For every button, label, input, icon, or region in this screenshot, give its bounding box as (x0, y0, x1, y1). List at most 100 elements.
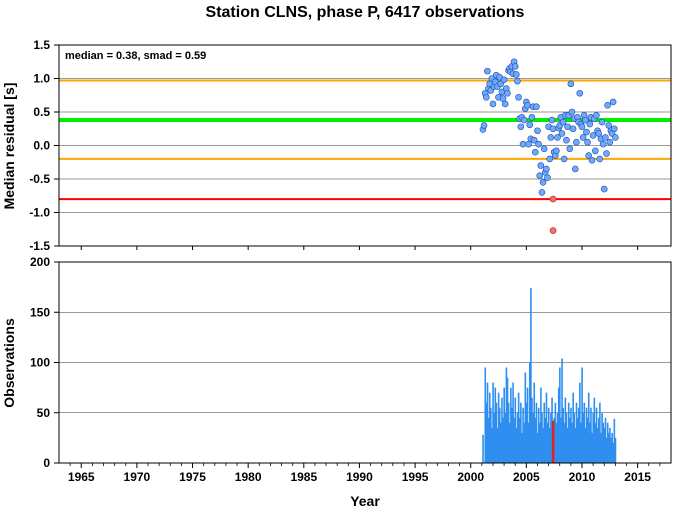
observation-bar (523, 422, 526, 463)
residual-point (593, 112, 600, 119)
residual-point (533, 103, 540, 110)
residual-point (553, 147, 560, 155)
residual-y-tick-label: -0.5 (29, 172, 50, 186)
observation-bar (541, 412, 543, 463)
residual-point (530, 136, 538, 144)
observation-bar (518, 417, 521, 463)
observation-bar (532, 412, 534, 463)
observation-bar (504, 412, 507, 463)
observation-bar (496, 427, 499, 463)
observation-bar (549, 427, 551, 463)
year-x-axis-label: Year (350, 493, 380, 509)
observation-bar (589, 422, 591, 463)
observation-bar (590, 407, 592, 463)
residual-y-axis-label: Median residual [s] (1, 83, 17, 210)
residual-point (513, 71, 520, 78)
observation-bar (482, 434, 484, 463)
residual-point (588, 156, 596, 164)
observation-bar (505, 367, 508, 463)
observation-bar (594, 422, 597, 463)
residual-point (526, 121, 533, 129)
observation-bar (488, 392, 491, 463)
observation-bar (601, 412, 603, 463)
observation-bar (609, 427, 611, 463)
residual-point (606, 138, 614, 146)
residual-point (578, 123, 586, 131)
observation-bar (564, 397, 567, 463)
residual-point (531, 148, 539, 156)
year-tick-label: 1965 (68, 470, 95, 484)
residual-y-ticks: 1.51.00.50.0-0.5-1.0-1.5 (29, 38, 59, 253)
residual-point (480, 122, 488, 129)
observation-bar (535, 402, 538, 463)
year-tick-label: 2010 (569, 470, 596, 484)
observations-y-tick-label: 150 (30, 305, 50, 319)
observation-bar (525, 402, 528, 463)
residual-y-tick-label: 1.0 (33, 72, 50, 86)
observation-bar (605, 437, 608, 463)
year-tick-label: 2015 (624, 470, 651, 484)
residual-point (524, 102, 531, 109)
residual-point (567, 80, 575, 88)
observation-bar (508, 422, 511, 463)
residual-point (589, 132, 597, 139)
observation-bar (493, 412, 495, 463)
observation-bar (533, 382, 536, 463)
observation-bar (580, 422, 582, 463)
year-tick-label: 1975 (179, 470, 206, 484)
observation-bar (547, 407, 550, 463)
chart-title: Station CLNS, phase P, 6417 observations (206, 4, 525, 21)
observation-bar (566, 427, 569, 463)
residual-point (560, 155, 568, 163)
residual-point (602, 134, 609, 141)
residual-point (535, 140, 542, 148)
observation-bar (514, 397, 517, 463)
observation-bar (500, 422, 502, 463)
year-tick-label: 1970 (124, 470, 151, 484)
observation-bar (530, 288, 532, 463)
observation-bar (587, 392, 590, 463)
observation-bar (581, 367, 583, 463)
residual-point (515, 93, 522, 101)
year-tick-label: 2005 (513, 470, 540, 484)
observations-y-tick-label: 100 (30, 356, 50, 370)
outlier-point (549, 227, 557, 234)
observation-bar (485, 402, 488, 463)
observation-bar (521, 432, 523, 463)
residual-point (514, 77, 521, 85)
residual-y-tick-label: 1.5 (33, 38, 50, 52)
observation-bar (510, 387, 512, 463)
year-tick-label: 2000 (457, 470, 484, 484)
year-tick-label: 1990 (346, 470, 373, 484)
observations-y-tick-label: 0 (43, 456, 50, 470)
observation-bar (586, 417, 589, 463)
residual-point (598, 118, 606, 126)
residual-point (583, 128, 590, 136)
observation-bar (526, 387, 529, 463)
observation-bar (576, 417, 579, 463)
residual-point (586, 120, 594, 128)
residual-point (609, 98, 617, 106)
observation-bar (603, 427, 606, 463)
observation-bar (562, 407, 564, 463)
residual-point (612, 134, 619, 141)
observation-bar (534, 417, 537, 463)
residual-point (539, 179, 547, 186)
stats-annotation: median = 0.38, smad = 0.59 (65, 50, 206, 62)
residual-point (579, 134, 587, 141)
observation-bar (512, 382, 514, 463)
observation-bar (550, 412, 552, 463)
observation-bar (506, 377, 509, 463)
observation-bar (563, 422, 566, 463)
observation-bar (542, 427, 544, 463)
residual-point (568, 108, 576, 116)
residual-point (603, 150, 610, 157)
observation-bar (557, 387, 560, 463)
residual-point (610, 125, 618, 133)
residual-point (538, 189, 546, 196)
observation-bar (567, 402, 570, 463)
residual-point (548, 116, 556, 124)
observation-bar (593, 397, 596, 463)
residual-point (554, 134, 561, 141)
